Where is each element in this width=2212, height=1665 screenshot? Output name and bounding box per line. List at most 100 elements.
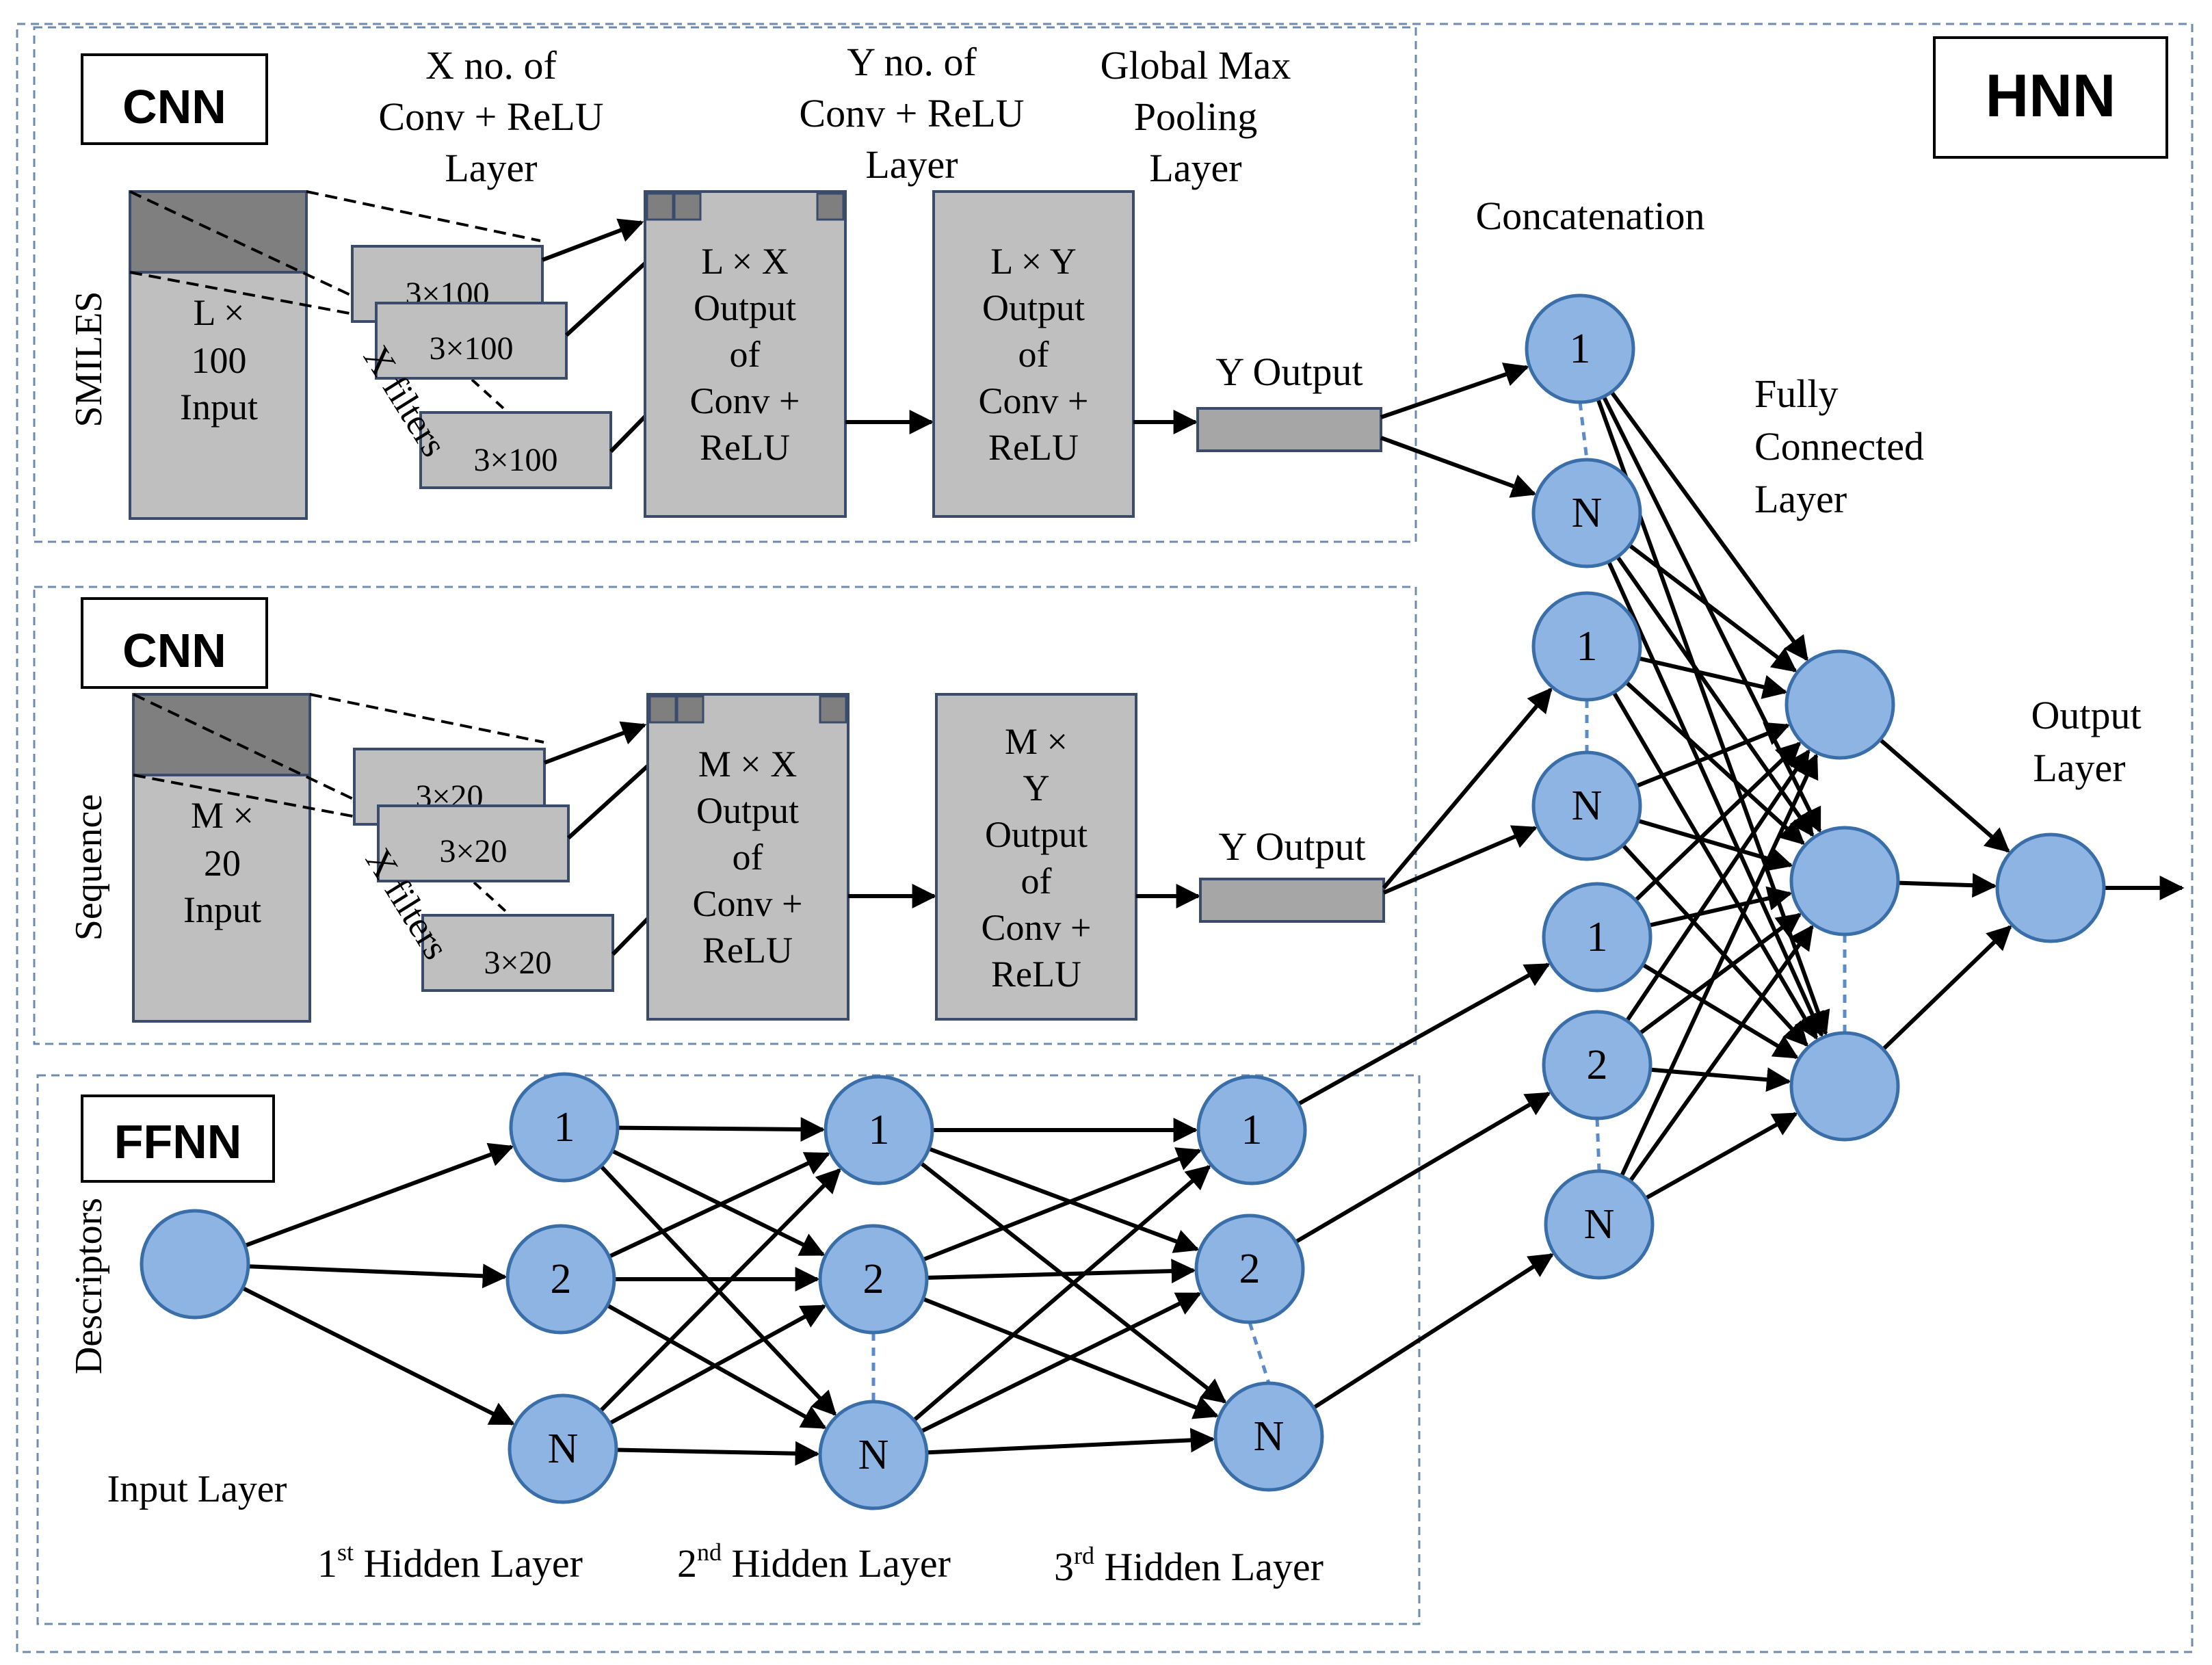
sequence-cnn-label: CNN [122, 624, 226, 677]
smiles-pool-header-1: Global Max [1101, 43, 1291, 88]
sequence-y-output-box [1199, 878, 1385, 923]
sequence-conv2-text-1: M × [1005, 721, 1068, 762]
ffnn-edge [926, 1428, 1215, 1455]
smiles-conv2-text-5: ReLU [988, 427, 1079, 468]
ffnn-edge [598, 1168, 841, 1413]
concat-to-fc-edge [1648, 886, 1793, 928]
hidden-layer-1-node-1-label: 1 [554, 1104, 575, 1151]
ffnn-edge [617, 1117, 826, 1142]
smiles-conv1-text-3: of [730, 334, 761, 375]
smiles-module-border [33, 26, 1417, 543]
ffnn-edge [912, 1165, 1211, 1422]
hidden-layer-1-label: 1st Hidden Layer [317, 1538, 583, 1586]
output-layer-label-1: Output [2031, 693, 2141, 737]
sequence-input-text-3: Input [183, 889, 261, 930]
smiles-conv2-text-3: of [1018, 334, 1049, 375]
output-node [1995, 832, 2106, 943]
hidden-layer-1-node-1: 1 [509, 1072, 620, 1183]
concat-to-fc-edge [1628, 924, 1814, 1183]
ffnn-edge [927, 1146, 1200, 1253]
smiles-cnn-label: CNN [122, 80, 226, 133]
descriptors-side-label: Descriptors [68, 1198, 110, 1374]
concat-node-3: 1 [1531, 591, 1642, 702]
sequence-conv1-text-4: Conv + [693, 883, 803, 924]
sequence-conv1-box [646, 693, 850, 1021]
smiles-pool-header-2: Pooling [1134, 94, 1258, 139]
fc-node-3 [1789, 1031, 1900, 1142]
sequence-conv2-text-3: Output [985, 814, 1088, 855]
smiles-conv1-header-2: Conv + ReLU [378, 94, 603, 139]
smiles-y-output-box [1196, 407, 1382, 452]
smiles-conv1-text-5: ReLU [700, 427, 790, 468]
concat-node-2-label: N [1572, 490, 1603, 536]
ffnn-edge [920, 1292, 1202, 1434]
ffnn-edge [922, 1147, 1202, 1262]
concat-node-1-label: 1 [1570, 326, 1591, 372]
smiles-to-concat-edge [1380, 363, 1529, 419]
smiles-input-text-3: Input [180, 386, 258, 428]
concat-node-6-label: 2 [1587, 1042, 1608, 1088]
smiles-conv1-text-2: Output [694, 287, 796, 328]
concat-to-fc-edge [1621, 843, 1808, 1047]
ffnn-label: FFNN [114, 1115, 242, 1168]
fc-label-1: Fully [1754, 371, 1839, 416]
ffnn-edge [616, 1441, 820, 1466]
fc-node-1 [1785, 649, 1895, 760]
sequence-input-text-2: 20 [204, 843, 241, 884]
smiles-filter-3: 3×100 [473, 442, 557, 478]
ffnn-to-concat-edge [1294, 1091, 1551, 1244]
fc-node-2 [1789, 826, 1900, 936]
ffnn-to-concat-edge [1313, 1253, 1555, 1410]
hidden-layer-3-node-1-label: 1 [1241, 1107, 1263, 1153]
input-layer-label: Input Layer [107, 1468, 287, 1510]
fc-to-output-edge [1878, 737, 2010, 853]
hidden-layer-3-label: 3rd Hidden Layer [1054, 1542, 1324, 1589]
hidden-layer-3-node-1: 1 [1196, 1075, 1307, 1185]
concat-to-fc-edge [1637, 818, 1793, 871]
smiles-conv1-box [644, 190, 847, 518]
sequence-conv1-text-2: Output [696, 790, 799, 831]
concat-to-fc-edge [1638, 656, 1788, 699]
ffnn-edge [244, 1142, 514, 1248]
concat-to-fc-edge [1634, 742, 1802, 902]
concat-to-fc-edge [1607, 560, 1824, 1038]
concat-node-1: 1 [1525, 293, 1635, 404]
hidden-layer-2-node-1-label: 1 [869, 1107, 890, 1153]
smiles-conv1-text-4: Conv + [690, 380, 800, 421]
sequence-filter-3: 3×20 [484, 945, 551, 981]
hidden-layer-1-node-2-label: 2 [551, 1256, 572, 1302]
concat-node-7: N [1544, 1169, 1655, 1280]
fc-to-output-edge [1882, 925, 2012, 1051]
ffnn-module: FFNN Descriptors Input Layer 1st Hidden … [68, 1094, 1324, 1589]
ffnn-module-border [36, 1074, 1421, 1625]
hidden-layer-2-node-2-label: 2 [863, 1256, 884, 1302]
hidden-layer-2-label: 2nd Hidden Layer [677, 1538, 951, 1586]
smiles-conv2-header-3: Layer [865, 142, 958, 187]
ffnn-edge [608, 1152, 831, 1259]
concat-to-fc-edge [1635, 722, 1791, 788]
hidden-layer-3-node-2: 2 [1194, 1214, 1305, 1324]
concat-to-fc-edge [1609, 391, 1809, 661]
sequence-conv2-text-4: of [1021, 861, 1052, 902]
smiles-filter-box-2 [375, 302, 568, 380]
hidden-layer-1-node-3: N [508, 1393, 618, 1504]
concat-node-4: N [1531, 750, 1642, 861]
sequence-filter-box-2 [377, 804, 570, 882]
ffnn-edge [248, 1263, 508, 1289]
concatenation-label: Concatenation [1475, 194, 1704, 238]
sequence-input-text-1: M × [191, 795, 254, 836]
concat-to-fc-edge [1620, 753, 1819, 1177]
smiles-filter-box-3 [419, 411, 612, 489]
hidden-layer-1-node-2: 2 [505, 1224, 616, 1335]
ffnn-input-node [140, 1209, 250, 1320]
hnn-title-box: HNN [1933, 36, 2168, 159]
ffnn-edge [926, 1259, 1196, 1284]
sequence-conv2-text-5: Conv + [982, 907, 1092, 948]
hidden-layer-2-node-1: 1 [824, 1075, 934, 1185]
hidden-layer-1-node-3-label: N [548, 1426, 579, 1472]
hnn-title: HNN [1986, 62, 2116, 129]
concat-to-fc-edge [1625, 749, 1811, 1022]
sequence-conv2-box [935, 693, 1137, 1021]
concat-to-fc-edge [1650, 1067, 1791, 1092]
